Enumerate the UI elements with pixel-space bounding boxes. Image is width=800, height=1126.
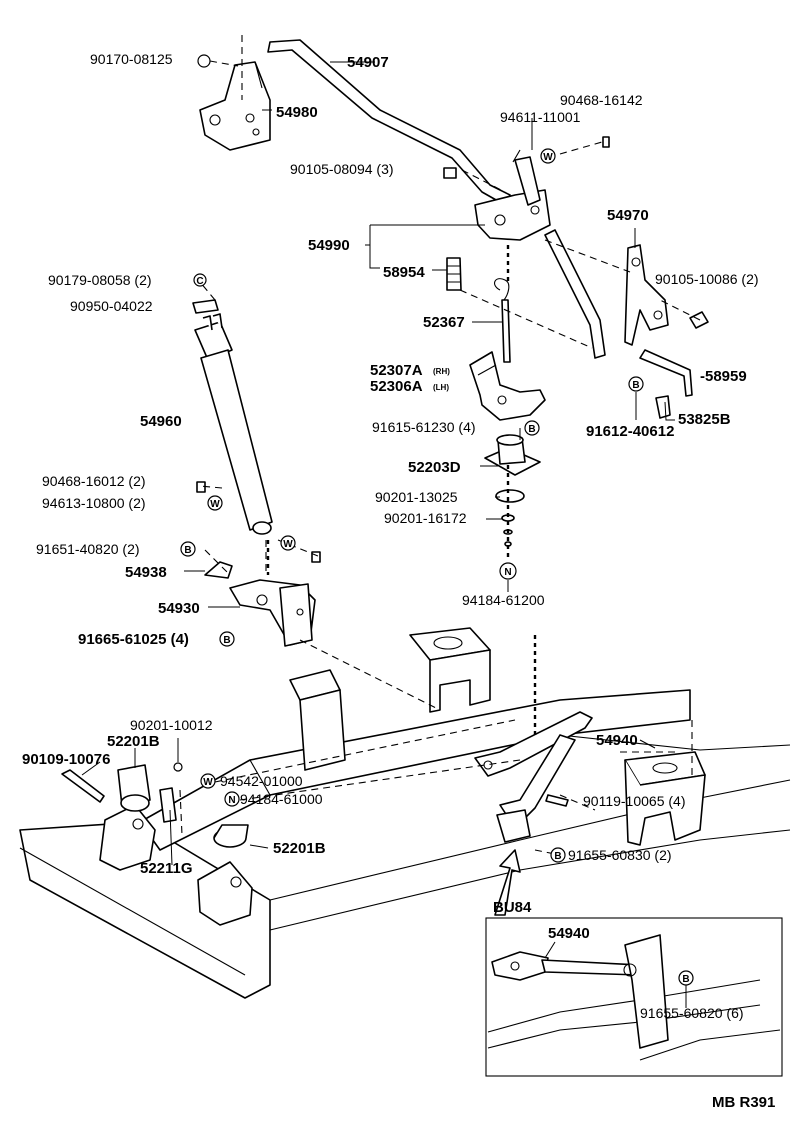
label-52203D: 52203D	[408, 459, 461, 476]
small-fasteners	[196, 136, 709, 563]
shock-absorber-54960	[192, 274, 273, 535]
bolt-symbol-91612: B	[628, 376, 644, 392]
linkage-54990	[474, 149, 606, 359]
nut-symbol-94184-61000: N	[224, 791, 240, 807]
svg-text:W: W	[203, 777, 213, 788]
bolt-symbol-91615: B	[524, 420, 540, 436]
spring-hanger-brackets	[61, 764, 253, 926]
dashed-leaders	[179, 35, 701, 856]
svg-text:W: W	[210, 499, 220, 510]
label-90109-10076: 90109-10076	[22, 751, 110, 768]
washer-symbol-94611: W	[540, 148, 556, 164]
svg-text:B: B	[554, 851, 561, 862]
bracket-54980	[197, 54, 271, 151]
label-54970: 54970	[607, 207, 649, 224]
hook-rod-52367	[494, 278, 511, 363]
label-90105-08094: 90105-08094 (3)	[290, 161, 394, 177]
label-90201-10012: 90201-10012	[130, 717, 213, 733]
control-rod-54907	[267, 39, 511, 206]
label-94613-10800: 94613-10800 (2)	[42, 495, 146, 511]
svg-text:B: B	[528, 424, 535, 435]
nut-symbol-94184-61200: N	[499, 562, 517, 580]
label-54960: 54960	[140, 413, 182, 430]
washer-symbol-94613: W	[207, 495, 223, 511]
label-90201-16172: 90201-16172	[384, 510, 467, 526]
label-53825B: 53825B	[678, 411, 731, 428]
label-52201B-upper: 52201B	[107, 733, 160, 750]
svg-text:B: B	[223, 635, 230, 646]
label-54938: 54938	[125, 564, 167, 581]
label-54930: 54930	[158, 600, 200, 617]
linkage-52307A	[469, 351, 546, 421]
label-54940: 54940	[596, 732, 638, 749]
svg-text:C: C	[196, 276, 203, 287]
washer-symbol-shock: W	[280, 535, 296, 551]
label-90468-16142: 90468-16142	[560, 92, 643, 108]
label-91651-40820: 91651-40820 (2)	[36, 541, 140, 557]
label-94542-01000: 94542-01000	[220, 773, 303, 789]
svg-text:B: B	[184, 545, 191, 556]
label-91612-40612: 91612-40612	[586, 423, 674, 440]
label-91615-61230: 91615-61230 (4)	[372, 419, 476, 435]
inset-label-54940: 54940	[548, 925, 590, 942]
washer-90201-10012	[173, 762, 183, 772]
svg-text:B: B	[632, 380, 639, 391]
label-52307A-side: (RH)	[433, 367, 450, 376]
label-90950-04022: 90950-04022	[70, 298, 153, 314]
label-90119-10065: 90119-10065 (4)	[583, 793, 685, 809]
label-54980: 54980	[276, 104, 318, 121]
label-54990: 54990	[308, 237, 350, 254]
bushing-58954	[446, 257, 462, 291]
inset-label-91655-60820: 91655-60820 (6)	[640, 1005, 744, 1021]
bolt-symbol-91655-60830: B	[550, 847, 566, 863]
svg-text:N: N	[228, 795, 235, 806]
svg-text:W: W	[283, 539, 293, 550]
washer-symbol-94542: W	[200, 773, 216, 789]
label-94184-61200: 94184-61200	[462, 592, 545, 608]
bolt-symbol-91665: B	[219, 631, 235, 647]
label-58959: -58959	[700, 368, 747, 385]
svg-text:B: B	[682, 974, 689, 985]
direction-arrow	[494, 849, 521, 916]
label-94611-11001: 94611-11001	[500, 109, 581, 125]
label-52306A: 52306A	[370, 378, 423, 395]
inset-title: BU84	[493, 899, 532, 916]
label-58954: 58954	[383, 264, 425, 281]
part-labels: 54907 90170-08125 54980 90468-16142 9461…	[22, 51, 775, 1111]
label-52307A: 52307A	[370, 362, 423, 379]
label-52306A-side: (LH)	[433, 383, 449, 392]
svg-text:N: N	[504, 567, 511, 578]
label-90201-13025: 90201-13025	[375, 489, 458, 505]
svg-text:W: W	[543, 152, 553, 163]
label-90105-10086: 90105-10086 (2)	[655, 271, 759, 287]
bolt-symbol-91651: B	[180, 541, 196, 557]
label-54907: 54907	[347, 54, 389, 71]
label-52201B-lower: 52201B	[273, 840, 326, 857]
label-91655-60830: 91655-60830 (2)	[568, 847, 672, 863]
inset-bu84	[485, 917, 783, 1077]
bolt-symbol-91655-60820: B	[678, 970, 694, 986]
bracket-54970	[624, 244, 693, 419]
label-90468-16012: 90468-16012 (2)	[42, 473, 146, 489]
label-94184-61000: 94184-61000	[240, 791, 323, 807]
label-91665-61025: 91665-61025 (4)	[78, 631, 189, 648]
bracket-54930	[204, 561, 316, 647]
mount-52203D-stack	[484, 434, 541, 547]
solid-leaders	[81, 61, 687, 1008]
clip-symbol-90179: C	[193, 273, 207, 287]
label-52211G: 52211G	[140, 860, 193, 877]
label-90170-08125: 90170-08125	[90, 51, 173, 67]
stabilizer-54940	[474, 711, 593, 843]
label-90179-08058: 90179-08058 (2)	[48, 272, 152, 288]
label-52367: 52367	[423, 314, 465, 331]
reference-code: MB R391	[712, 1094, 775, 1111]
